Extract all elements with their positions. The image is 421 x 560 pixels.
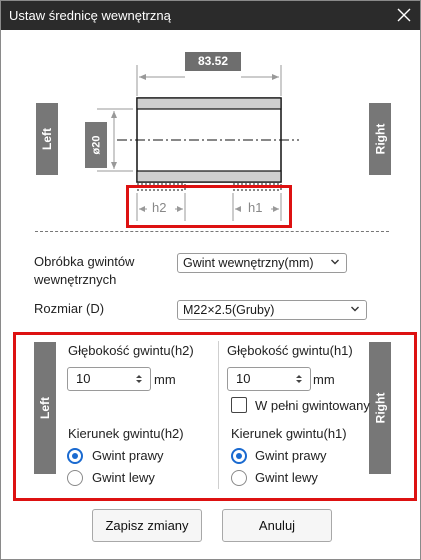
thread-highlight-box: [126, 185, 292, 228]
cancel-button[interactable]: Anuluj: [222, 509, 332, 542]
chevron-down-icon: [331, 259, 339, 265]
chevron-down-icon: [351, 306, 359, 312]
thread-settings-box: [13, 332, 417, 501]
save-button[interactable]: Zapisz zmiany: [92, 509, 202, 542]
right-depth-unit: mm: [313, 372, 335, 387]
title-bar: Ustaw średnicę wewnętrzną: [1, 1, 420, 30]
left-depth-unit: mm: [154, 372, 176, 387]
left-depth-label: Głębokość gwintu(h2): [68, 343, 194, 358]
left-radio-right-thread[interactable]: [67, 448, 83, 464]
right-side-tab: Right: [369, 342, 391, 474]
right-radio-left-thread[interactable]: [231, 470, 247, 486]
right-depth-input[interactable]: 10: [227, 367, 311, 391]
diagram-left-tab: Left: [36, 103, 58, 175]
close-icon[interactable]: [394, 5, 414, 25]
right-radio-left-label[interactable]: Gwint lewy: [255, 470, 318, 485]
size-label: Rozmiar (D): [34, 301, 105, 316]
size-select[interactable]: M22×2.5(Gruby): [177, 300, 367, 320]
spinner-arrows-icon[interactable]: [134, 373, 144, 385]
diameter-dimension: ø20: [85, 122, 107, 168]
section-divider: [35, 231, 389, 232]
left-radio-left-thread[interactable]: [67, 470, 83, 486]
left-depth-input[interactable]: 10: [67, 367, 151, 391]
left-radio-left-label[interactable]: Gwint lewy: [92, 470, 155, 485]
treatment-label: Obróbka gwintów wewnętrznych: [34, 254, 135, 287]
full-thread-label[interactable]: W pełni gwintowany: [255, 398, 370, 413]
diagram-right-tab: Right: [369, 103, 391, 175]
left-radio-right-label[interactable]: Gwint prawy: [92, 448, 164, 463]
panel-divider: [218, 341, 219, 489]
left-side-tab: Left: [34, 342, 56, 474]
full-thread-checkbox[interactable]: [231, 397, 247, 413]
part-diagram: [97, 65, 299, 221]
length-dimension: 83.52: [185, 52, 241, 71]
right-depth-label: Głębokość gwintu(h1): [227, 343, 353, 358]
right-radio-right-thread[interactable]: [231, 448, 247, 464]
spinner-arrows-icon[interactable]: [294, 373, 304, 385]
left-direction-label: Kierunek gwintu(h2): [68, 426, 184, 441]
h2-label: h2: [152, 200, 167, 215]
h1-label: h1: [248, 200, 263, 215]
window-title: Ustaw średnicę wewnętrzną: [9, 8, 171, 23]
right-direction-label: Kierunek gwintu(h1): [231, 426, 347, 441]
treatment-select[interactable]: Gwint wewnętrzny(mm): [177, 253, 347, 273]
right-radio-right-label[interactable]: Gwint prawy: [255, 448, 327, 463]
